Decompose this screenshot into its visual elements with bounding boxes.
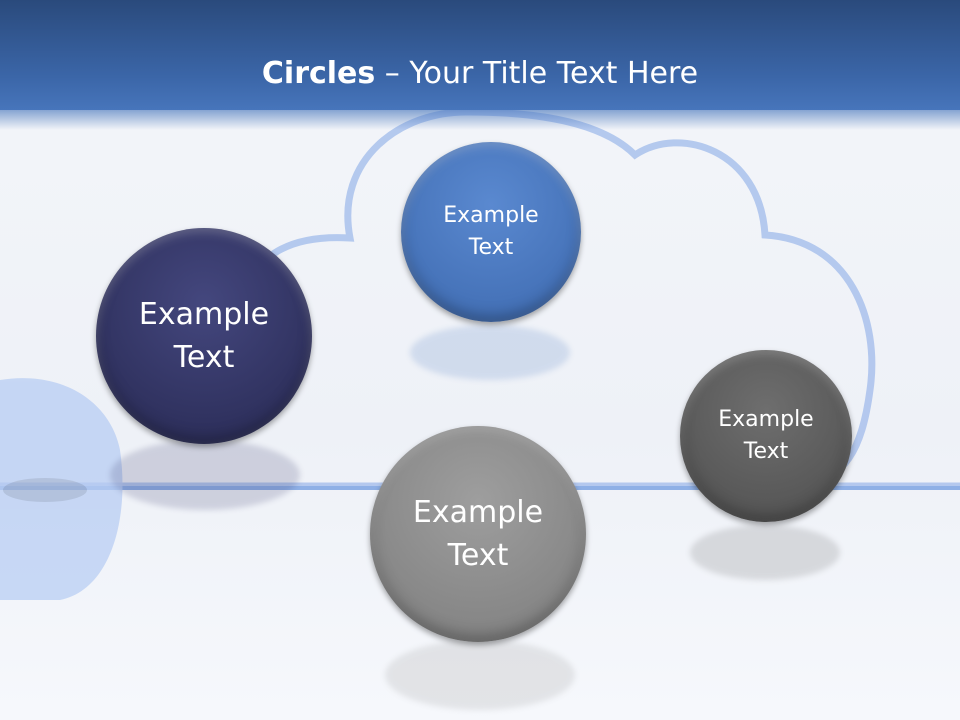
circle-dark-gray[interactable]: Example Text [680,350,852,522]
title-bar [0,0,960,110]
circle-navy[interactable]: Example Text [96,228,312,444]
mouse-graphic [0,378,123,600]
circle-blue[interactable]: Example Text [401,142,581,322]
slide-title: Circles – Your Title Text Here [261,56,699,91]
circle-gray[interactable]: Example Text [370,426,586,642]
